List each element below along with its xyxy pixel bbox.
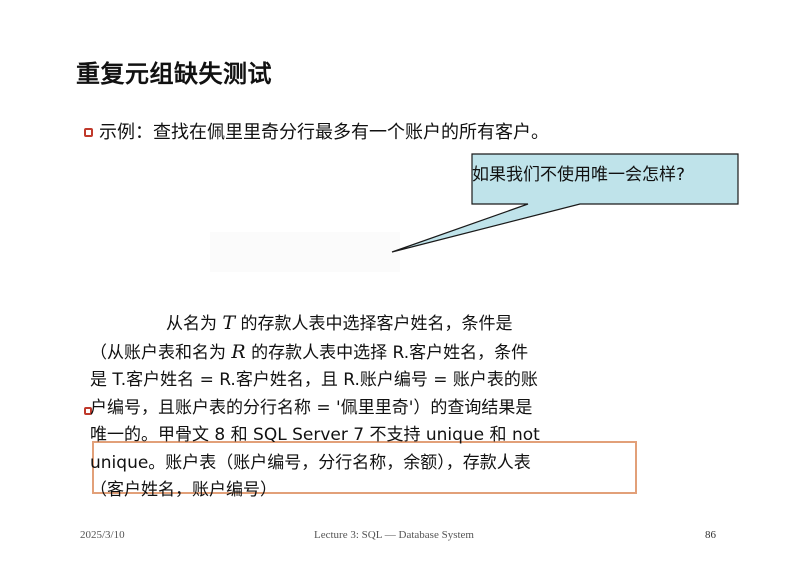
example-bullet: 示例：查找在佩里里奇分行最多有一个账户的所有客户。 [84, 118, 549, 144]
square-bullet-icon [84, 407, 92, 415]
page-number: 86 [705, 529, 716, 541]
footer-date: 2025/3/10 [80, 529, 125, 541]
square-bullet-icon [84, 128, 93, 137]
example-text: 示例：查找在佩里里奇分行最多有一个账户的所有客户。 [99, 122, 549, 143]
note-line: （客户姓名，账户编号） [90, 480, 277, 500]
note-line: 户编号，且账户表的分行名称 = '佩里里奇'）的查询结果是 [90, 397, 533, 418]
highlight-box [92, 441, 637, 494]
slide-title: 重复元组缺失测试 [76, 60, 272, 88]
note-line: unique。账户表（账户编号，分行名称，余额），存款人表 [90, 452, 531, 473]
math-var-r: R [231, 340, 246, 363]
note-text: 从名为 T 的存款人表中选择客户姓名，条件是 （从账户表和名为 R 的存款人表中… [90, 310, 638, 505]
callout-shape [391, 153, 739, 253]
math-var-t: T [222, 312, 236, 334]
note-line: 唯一的。甲骨文 8 和 SQL Server 7 不支持 unique 和 no… [90, 425, 540, 445]
callout-text: 如果我们不使用唯一会怎样? [472, 165, 686, 185]
note-line: （从账户表和名为 R 的存款人表中选择 R.客户姓名，条件 [90, 340, 529, 363]
faded-placeholder [210, 232, 400, 272]
note-line: 是 T.客户姓名 = R.客户姓名，且 R.账户编号 = 账户表的账 [90, 370, 538, 390]
callout [380, 152, 740, 254]
note-line: 从名为 T 的存款人表中选择客户姓名，条件是 [166, 312, 513, 334]
footer-title: Lecture 3: SQL — Database System [314, 529, 474, 541]
